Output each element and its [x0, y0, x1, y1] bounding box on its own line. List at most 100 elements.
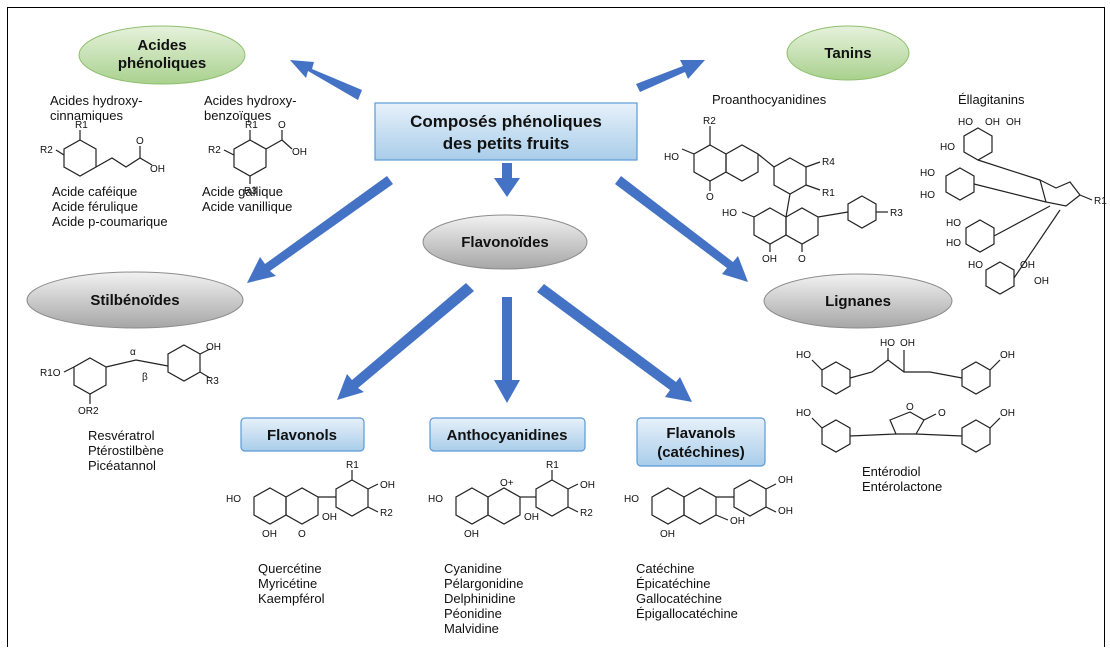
flavonol-structure: R1 OH R2 HO OH OH O: [226, 460, 395, 540]
anthocyanidines-label: Anthocyanidines: [447, 427, 568, 444]
fa-oh3: OH: [730, 516, 745, 527]
proanthocyanidin-structure: R2 HO O R4 R1 R3 HO OH O: [664, 116, 903, 265]
flavonols-label: Flavonols: [267, 427, 337, 444]
stil-r1o: R1O: [40, 368, 61, 379]
fl-oh3: OH: [262, 529, 277, 540]
fl-ho: HO: [226, 494, 241, 505]
pa-oh: OH: [762, 254, 777, 265]
et-oh: OH: [985, 117, 1000, 128]
benzoic-item-1: Acide vanillique: [202, 199, 292, 214]
ellagitanins-heading: Éllagitanins: [958, 92, 1025, 107]
benzoic-heading-2: benzoïques: [204, 108, 272, 123]
benzoic-heading-1: Acides hydroxy-: [204, 93, 296, 108]
flavanol-item-3: Épigallocatéchine: [636, 606, 738, 621]
flavonol-item-0: Quercétine: [258, 561, 322, 576]
stil-oh: OH: [206, 342, 221, 353]
benz-r1: R1: [245, 120, 258, 131]
stil-or2: OR2: [78, 406, 99, 417]
arrow-to-acides: [290, 60, 362, 100]
et-ho: HO: [958, 117, 973, 128]
node-stilbenoides: Stilbénoïdes: [26, 271, 244, 329]
center-title-line1: Composés phénoliques: [410, 112, 602, 131]
et-r1: R1: [1094, 196, 1107, 207]
node-tanins: Tanins: [786, 25, 910, 81]
flavanols-label-line1: Flavanols: [666, 425, 735, 442]
cinn-o: O: [136, 136, 144, 147]
center-node: Composés phénoliques des petits fruits: [374, 102, 638, 161]
an-oh: OH: [580, 480, 595, 491]
et-ho7: HO: [968, 260, 983, 271]
pa-r3: R3: [890, 208, 903, 219]
arrow-to-flavanols: [537, 284, 692, 402]
flavanol-item-2: Gallocatéchine: [636, 591, 722, 606]
cinnamic-acid-structure: R1 R2 O OH: [40, 120, 165, 177]
lig-ho3: HO: [796, 408, 811, 419]
anthocyanidine-item-2: Delphinidine: [444, 591, 516, 606]
arrow-to-lignanes: [615, 176, 748, 282]
fl-oh2: OH: [322, 512, 337, 523]
diagram-frame: [7, 7, 1105, 647]
ellagitannin-structure: HO OH OH HO HO HO R1 HO HO HO OH OH: [920, 117, 1107, 295]
stilbenoide-item-0: Resvératrol: [88, 428, 155, 443]
flavonol-item-2: Kaempférol: [258, 591, 325, 606]
an-oh2: OH: [524, 512, 539, 523]
node-flavonols: Flavonols: [240, 417, 365, 452]
lig-oh3: OH: [1000, 408, 1015, 419]
lig-oh: OH: [900, 338, 915, 349]
arrow-to-flavonols: [337, 283, 474, 400]
benz-oh: OH: [292, 147, 307, 158]
cinnamic-heading-2: cinnamiques: [50, 108, 123, 123]
lig-o2: O: [938, 408, 946, 419]
cinn-r1: R1: [75, 120, 88, 131]
stil-r3: R3: [206, 376, 219, 387]
anthocyanidin-structure: R1 OH R2 HO O+ OH OH: [428, 460, 595, 540]
arrows: [247, 60, 748, 403]
flavanol-item-0: Catéchine: [636, 561, 695, 576]
benz-r2: R2: [208, 145, 221, 156]
tanins-label: Tanins: [824, 45, 871, 62]
fa-oh4: OH: [660, 529, 675, 540]
cinn-oh: OH: [150, 164, 165, 175]
et-ho2: HO: [940, 142, 955, 153]
center-title-line2: des petits fruits: [443, 134, 570, 153]
an-oplus: O+: [500, 478, 514, 489]
anthocyanidine-item-1: Pélargonidine: [444, 576, 524, 591]
acides-label-line1: Acides: [137, 37, 186, 54]
fl-r2: R2: [380, 508, 393, 519]
arrow-to-tanins: [636, 60, 705, 92]
et-oh4: OH: [1034, 276, 1049, 287]
fa-oh2: OH: [778, 506, 793, 517]
lig-ho: HO: [796, 350, 811, 361]
proanthocyanidines-heading: Proanthocyanidines: [712, 92, 827, 107]
et-ho4: HO: [920, 190, 935, 201]
anthocyanidine-item-0: Cyanidine: [444, 561, 502, 576]
arrow-to-flavonoides: [494, 163, 520, 197]
et-ho5: HO: [946, 218, 961, 229]
et-ho3: HO: [920, 168, 935, 179]
cinnamic-item-2: Acide p-coumarique: [52, 214, 168, 229]
cinnamic-item-1: Acide férulique: [52, 199, 138, 214]
fl-o: O: [298, 529, 306, 540]
stil-beta: β: [142, 372, 148, 383]
fl-r1: R1: [346, 460, 359, 471]
cinn-r2: R2: [40, 145, 53, 156]
acides-label-line2: phénoliques: [118, 55, 206, 72]
node-anthocyanidines: Anthocyanidines: [429, 417, 586, 452]
benz-r3: R3: [244, 186, 257, 197]
lig-ho2: HO: [880, 338, 895, 349]
pa-r1: R1: [822, 188, 835, 199]
lig-o: O: [906, 402, 914, 413]
node-flavonoides: Flavonoïdes: [422, 214, 588, 270]
an-ho: HO: [428, 494, 443, 505]
arrow-to-anthocyanidines: [494, 297, 520, 403]
node-acides-phenoliques: Acides phénoliques: [78, 25, 246, 85]
node-flavanols: Flavanols (catéchines): [636, 417, 766, 467]
pa-o: O: [706, 192, 714, 203]
lignanes-label: Lignanes: [825, 293, 891, 310]
et-oh2: OH: [1006, 117, 1021, 128]
benzoic-acid-structure: R1 R2 R3 O OH: [208, 120, 307, 197]
flavonoides-label: Flavonoïdes: [461, 234, 549, 251]
stilbene-structure: R1O OR2 α β OH R3: [40, 342, 221, 417]
